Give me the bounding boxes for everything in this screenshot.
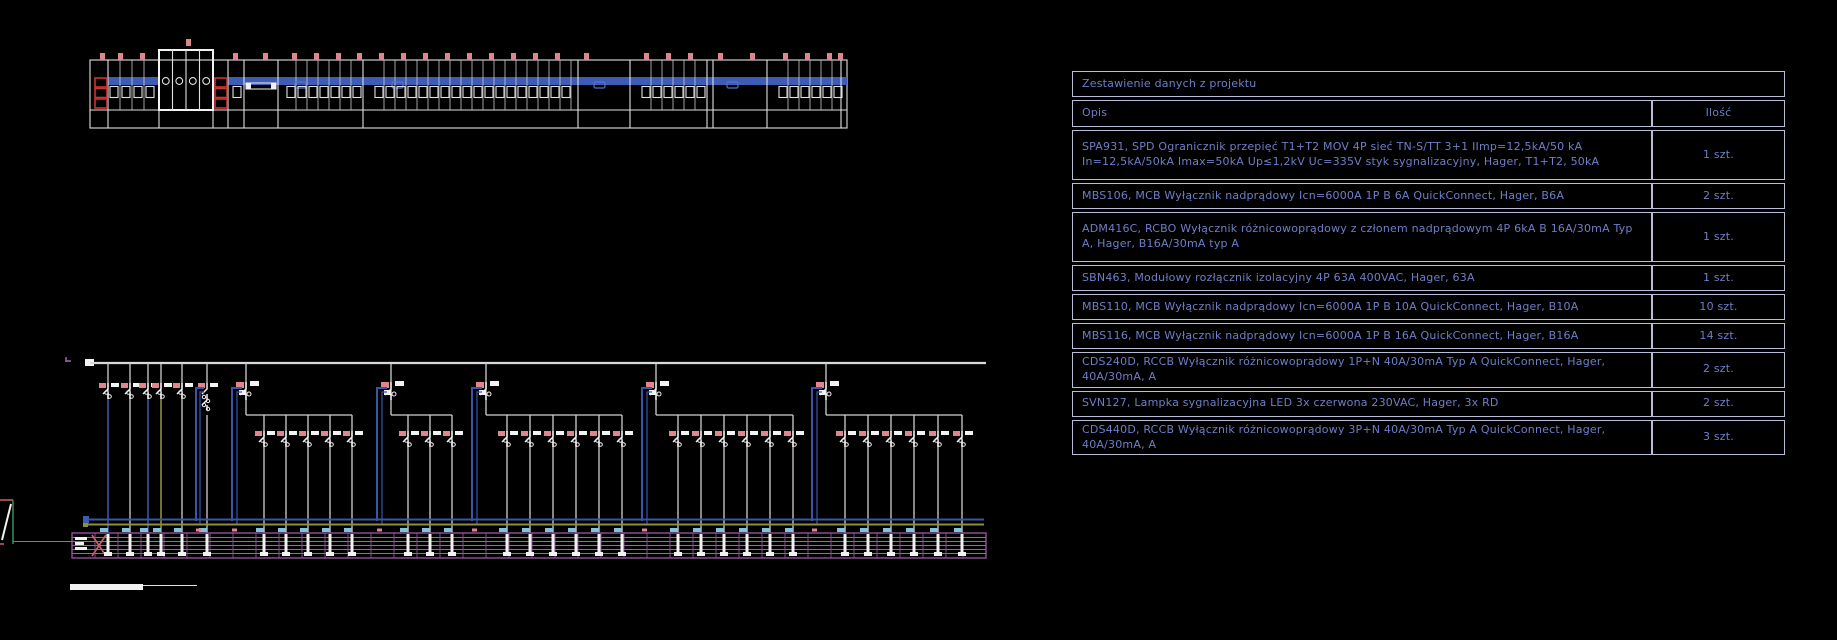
table-row: SPA931, SPD Ogranicznik przepięć T1+T2 M… <box>1072 130 1785 180</box>
rcbo-4p-device <box>197 363 219 533</box>
part-description: ADM416C, RCBO Wyłącznik różnicowoprądowy… <box>1072 212 1652 262</box>
busbar-band <box>228 77 847 85</box>
label-plate <box>726 81 739 89</box>
part-quantity: 1 szt. <box>1652 265 1785 291</box>
part-description: CDS440D, RCCB Wyłącznik różnicowoprądowy… <box>1072 419 1652 456</box>
terminal-block-red <box>94 77 228 109</box>
column-header-description: Opis <box>1072 100 1652 127</box>
part-quantity: 2 szt. <box>1652 352 1785 388</box>
circuit-label-tabs <box>100 53 843 60</box>
crossed-terminal <box>91 534 107 557</box>
branch-wires <box>263 415 963 533</box>
neutral-brackets <box>195 387 822 524</box>
part-description: MBS106, MCB Wyłącznik nadprądowy Icn=600… <box>1072 183 1652 209</box>
table-row: MBS110, MCB Wyłącznik nadprądowy Icn=600… <box>1072 294 1785 320</box>
part-quantity: 14 szt. <box>1652 323 1785 349</box>
part-quantity: 2 szt. <box>1652 390 1785 417</box>
part-description: SPA931, SPD Ogranicznik przepięć T1+T2 M… <box>1072 130 1652 180</box>
table-row: MBS106, MCB Wyłącznik nadprądowy Icn=600… <box>1072 183 1785 209</box>
label-tab <box>186 39 191 46</box>
schematic-drawing <box>0 357 987 590</box>
part-description: MBS110, MCB Wyłącznik nadprądowy Icn=600… <box>1072 294 1652 320</box>
individual-circuits <box>98 363 194 533</box>
part-description: SBN463, Modułowy rozłącznik izolacyjny 4… <box>1072 265 1652 291</box>
table-title-row: Zestawienie danych z projektu <box>1072 71 1785 97</box>
branch-breakers <box>254 430 974 448</box>
group-head-breakers <box>235 363 840 415</box>
table-row: SBN463, Modułowy rozłącznik izolacyjny 4… <box>1072 265 1785 291</box>
part-description: MBS116, MCB Wyłącznik nadprądowy Icn=600… <box>1072 323 1652 349</box>
table-header-row: Opis Ilość <box>1072 100 1785 127</box>
cad-canvas <box>0 39 987 590</box>
part-quantity: 1 szt. <box>1652 212 1785 262</box>
table-row: ADM416C, RCBO Wyłącznik różnicowoprądowy… <box>1072 212 1785 262</box>
part-description: SVN127, Lampka sygnalizacyjna LED 3x cze… <box>1072 390 1652 417</box>
title-block-corner <box>0 499 72 545</box>
part-description: CDS240D, RCCB Wyłącznik różnicowoprądowy… <box>1072 352 1652 388</box>
pe-symbol <box>75 537 87 550</box>
part-quantity: 2 szt. <box>1652 183 1785 209</box>
part-quantity: 3 szt. <box>1652 419 1785 456</box>
part-quantity: 1 szt. <box>1652 130 1785 180</box>
collector-lines <box>83 516 984 527</box>
panel-layout-drawing <box>89 39 848 129</box>
feed-point <box>85 359 94 366</box>
reference-mark <box>65 357 71 362</box>
part-quantity: 10 szt. <box>1652 294 1785 320</box>
table-row: CDS240D, RCCB Wyłącznik różnicowoprądowy… <box>1072 352 1785 388</box>
spd-block <box>158 39 214 111</box>
table-row: MBS116, MCB Wyłącznik nadprądowy Icn=600… <box>1072 323 1785 349</box>
scale-bar <box>70 584 197 590</box>
table-row: SVN127, Lampka sygnalizacyjna LED 3x cze… <box>1072 390 1785 417</box>
label-plate <box>294 81 307 89</box>
busbar-band <box>108 77 159 85</box>
label-plate <box>593 81 606 89</box>
column-header-quantity: Ilość <box>1652 100 1785 127</box>
din-rail-segment <box>245 82 277 90</box>
table-row: CDS440D, RCCB Wyłącznik różnicowoprądowy… <box>1072 419 1785 456</box>
terminal-strip <box>71 528 987 559</box>
project-data-table: Zestawienie danych z projektu Opis Ilość… <box>1072 68 1785 458</box>
table-title: Zestawienie danych z projektu <box>1072 71 1785 97</box>
